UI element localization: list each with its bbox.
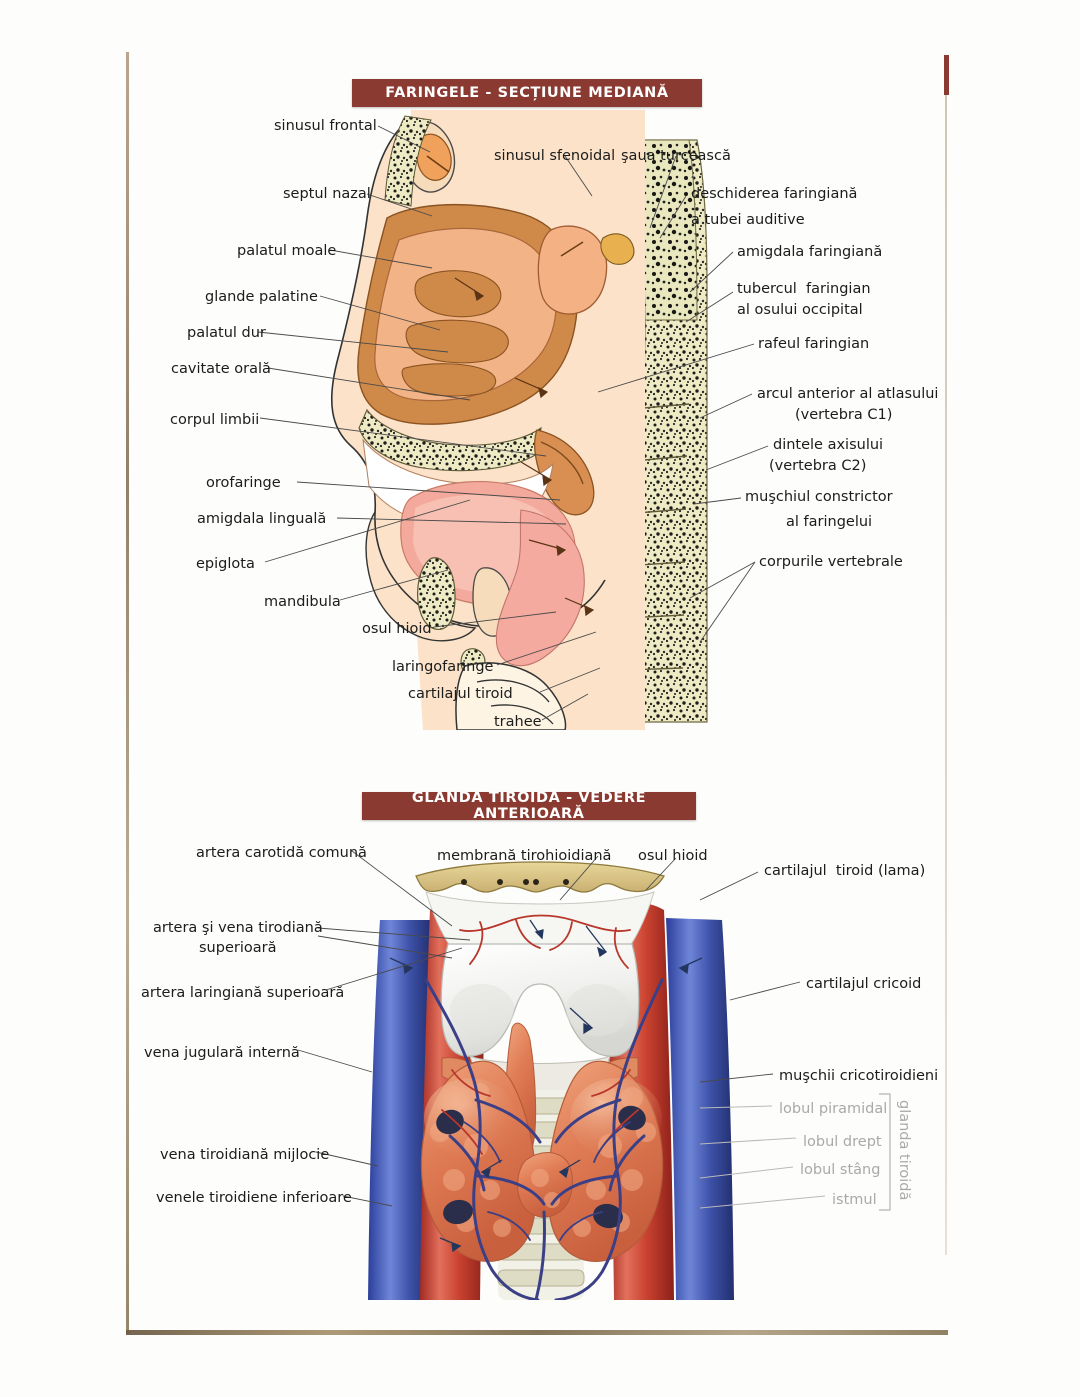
label-lobul-stang: lobul stâng [800, 1162, 881, 1178]
label-cavitate-orala: cavitate orală [171, 361, 271, 377]
label-a-tubei-auditive: a tubei auditive [691, 212, 805, 228]
label-cartilajul-cricoid: cartilajul cricoid [806, 976, 922, 992]
label-rafeul-faringian: rafeul faringian [758, 336, 870, 352]
thyroid-anterior-illustration [330, 860, 760, 1302]
label-palatul-dur: palatul dur [187, 325, 266, 341]
figure2-title-banner: GLANDA TIROIDĂ - VEDERE ANTERIOARĂ [362, 790, 696, 822]
label-istmul: istmul [832, 1192, 877, 1208]
label-sinusul-sfenoidal: sinusul sfenoidal [494, 148, 616, 164]
label-amigdala-linguala: amigdala linguală [197, 511, 327, 527]
page-frame-left-edge [126, 52, 129, 1334]
label-palatul-moale: palatul moale [237, 243, 337, 259]
label-al-faringelui: al faringelui [786, 514, 873, 530]
label-sinusul-frontal: sinusul frontal [274, 118, 377, 134]
label-muschiul-constrictor: muşchiul constrictor [745, 489, 893, 505]
label-epiglota: epiglota [196, 556, 255, 572]
label-amigdala-faringiana: amigdala faringiană [737, 244, 883, 260]
label-glanda-tiroida-bracket: glanda tiroidă [896, 1100, 912, 1201]
label-deschiderea-faringiana: deschiderea faringiană [691, 186, 858, 202]
label-osul-hioid-fig2: osul hioid [638, 848, 708, 864]
page-frame-bottom-edge [126, 1330, 948, 1335]
label-lobul-piramidal: lobul piramidal [779, 1101, 888, 1117]
label-membrana-tirohioidiana: membrană tirohioidiană [437, 848, 612, 864]
label-vena-tiroidiana-mijlocie: vena tiroidiană mijlocie [160, 1147, 330, 1163]
label-saua-turceasca: şaua turcească [621, 148, 731, 164]
label-trahee: trahee [494, 714, 542, 730]
label-septul-nazal: septul nazal [283, 186, 371, 202]
label-lobul-drept: lobul drept [803, 1134, 882, 1150]
label-laringofaringe: laringofaringe [392, 659, 494, 675]
label-artera-laringiana-superioara: artera laringiană superioară [141, 985, 345, 1001]
label-vena-jugulara-interna: vena jugulară internă [144, 1045, 300, 1061]
label-arcul-anterior-atlas: arcul anterior al atlasului [757, 386, 939, 402]
label-vertebra-c2: (vertebra C2) [769, 458, 867, 474]
label-cartilajul-tiroid-fig1: cartilajul tiroid [408, 686, 513, 702]
label-osul-hioid-fig1: osul hioid [362, 621, 432, 637]
label-orofaringe: orofaringe [206, 475, 281, 491]
label-corpurile-vertebrale: corpurile vertebrale [759, 554, 903, 570]
figure1-title-banner: FARINGELE - SECȚIUNE MEDIANĂ [352, 79, 702, 107]
label-superioara: superioară [199, 940, 277, 956]
label-artera-vena-tirodiana: artera şi vena tirodiană [153, 920, 323, 936]
label-artera-carotida-comuna: artera carotidă comună [196, 845, 367, 861]
label-vertebra-c1: (vertebra C1) [795, 407, 893, 423]
label-tubercul-faringian: tubercul faringian [737, 281, 871, 297]
label-glande-palatine: glande palatine [205, 289, 318, 305]
label-dintele-axisului: dintele axisului [773, 437, 884, 453]
page-frame-right-edge [945, 95, 947, 1255]
label-al-osului-occipital: al osului occipital [737, 302, 863, 318]
label-muschii-cricotiroidieni: muşchii cricotiroidieni [779, 1068, 939, 1084]
label-corpul-limbii: corpul limbii [170, 412, 260, 428]
label-mandibula: mandibula [264, 594, 341, 610]
page-frame-top-right-mark [944, 55, 949, 95]
label-venele-tiroidiene-inferioare: venele tiroidiene inferioare [156, 1190, 352, 1206]
label-cartilajul-tiroid-lama: cartilajul tiroid (lama) [764, 863, 926, 879]
